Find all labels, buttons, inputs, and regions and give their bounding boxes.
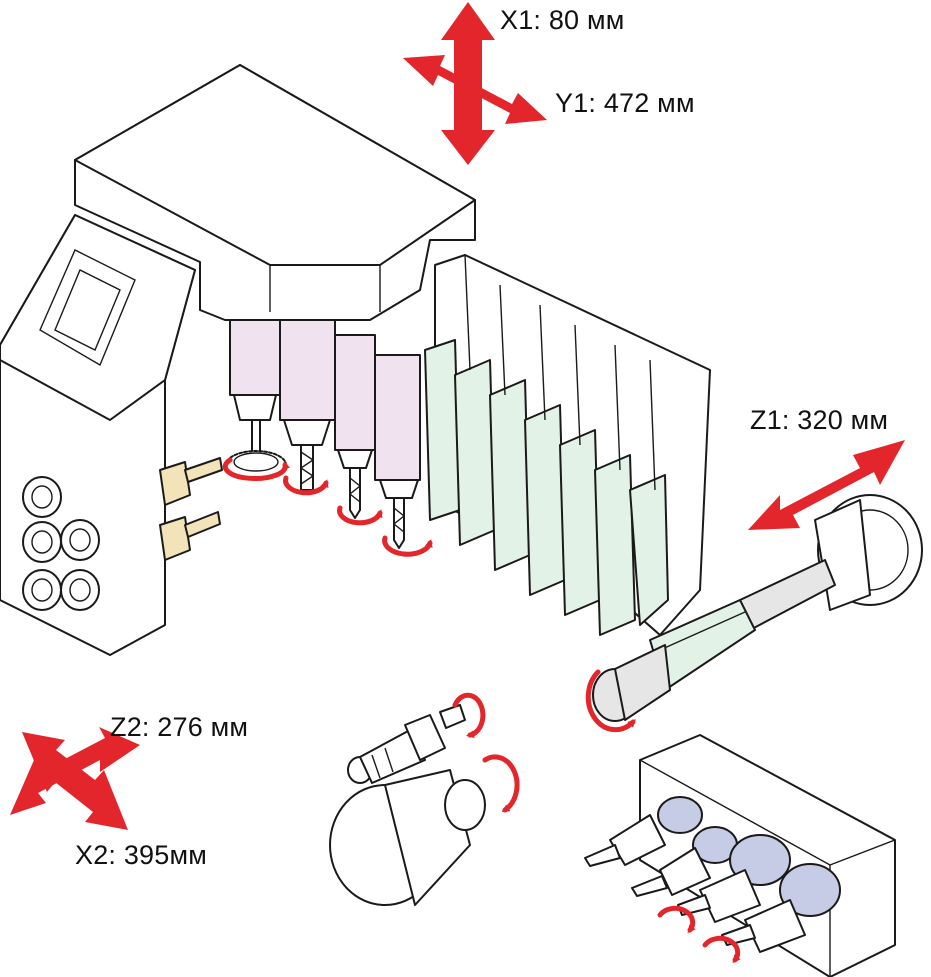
collet-tool (347, 704, 466, 784)
tool-holder (559, 429, 636, 636)
gear-cutter-icon (225, 419, 287, 480)
tool-holder (629, 474, 669, 626)
x1-axis-label: X1: 80 мм (500, 5, 625, 35)
left-drill-holders (159, 457, 223, 561)
rotation-arrow-icon (702, 935, 741, 964)
rotation-arrows (222, 457, 741, 964)
drill-icon (348, 467, 362, 519)
tool-holder (489, 379, 566, 596)
rotation-arrow-icon (382, 535, 433, 557)
left-column-knobs (22, 476, 100, 611)
collet-holder (721, 863, 841, 953)
rotation-arrow-icon (585, 669, 636, 733)
main-spindle (592, 494, 923, 722)
x1-y1-cross-arrow (403, 2, 547, 165)
z2-axis-label: Z2: 276 мм (110, 712, 249, 742)
collet-holder (677, 834, 791, 923)
live-tool-spindles (225, 319, 421, 549)
drill-icon (392, 497, 406, 549)
knob (60, 569, 100, 611)
knob (60, 519, 100, 561)
knob (22, 521, 62, 563)
z1-arrow (748, 440, 905, 530)
x2-axis-label: X2: 395мм (75, 840, 208, 870)
collet-holder (631, 826, 738, 897)
x2-z2-cross-arrow (10, 727, 140, 830)
tool-holder (424, 339, 496, 546)
y1-axis-label: Y1: 472 мм (555, 88, 695, 118)
z1-axis-label: Z1: 320 мм (750, 405, 889, 435)
rotation-arrow-icon (222, 457, 291, 481)
top-head (74, 64, 476, 321)
collet-holder (584, 796, 703, 867)
rotation-arrow-icon (657, 905, 696, 934)
back-tool-block (584, 734, 896, 977)
knob (22, 476, 62, 518)
rotation-arrow-icon (482, 754, 520, 813)
knob (22, 569, 62, 611)
rotation-arrow-icon (337, 505, 383, 526)
sub-spindle (329, 769, 486, 906)
gang-tool-holders (424, 254, 711, 636)
rotation-arrow-icon (283, 475, 329, 496)
axis-arrows (10, 2, 905, 830)
end-mill-icon (299, 444, 315, 491)
rotation-arrow-icon (452, 692, 486, 739)
